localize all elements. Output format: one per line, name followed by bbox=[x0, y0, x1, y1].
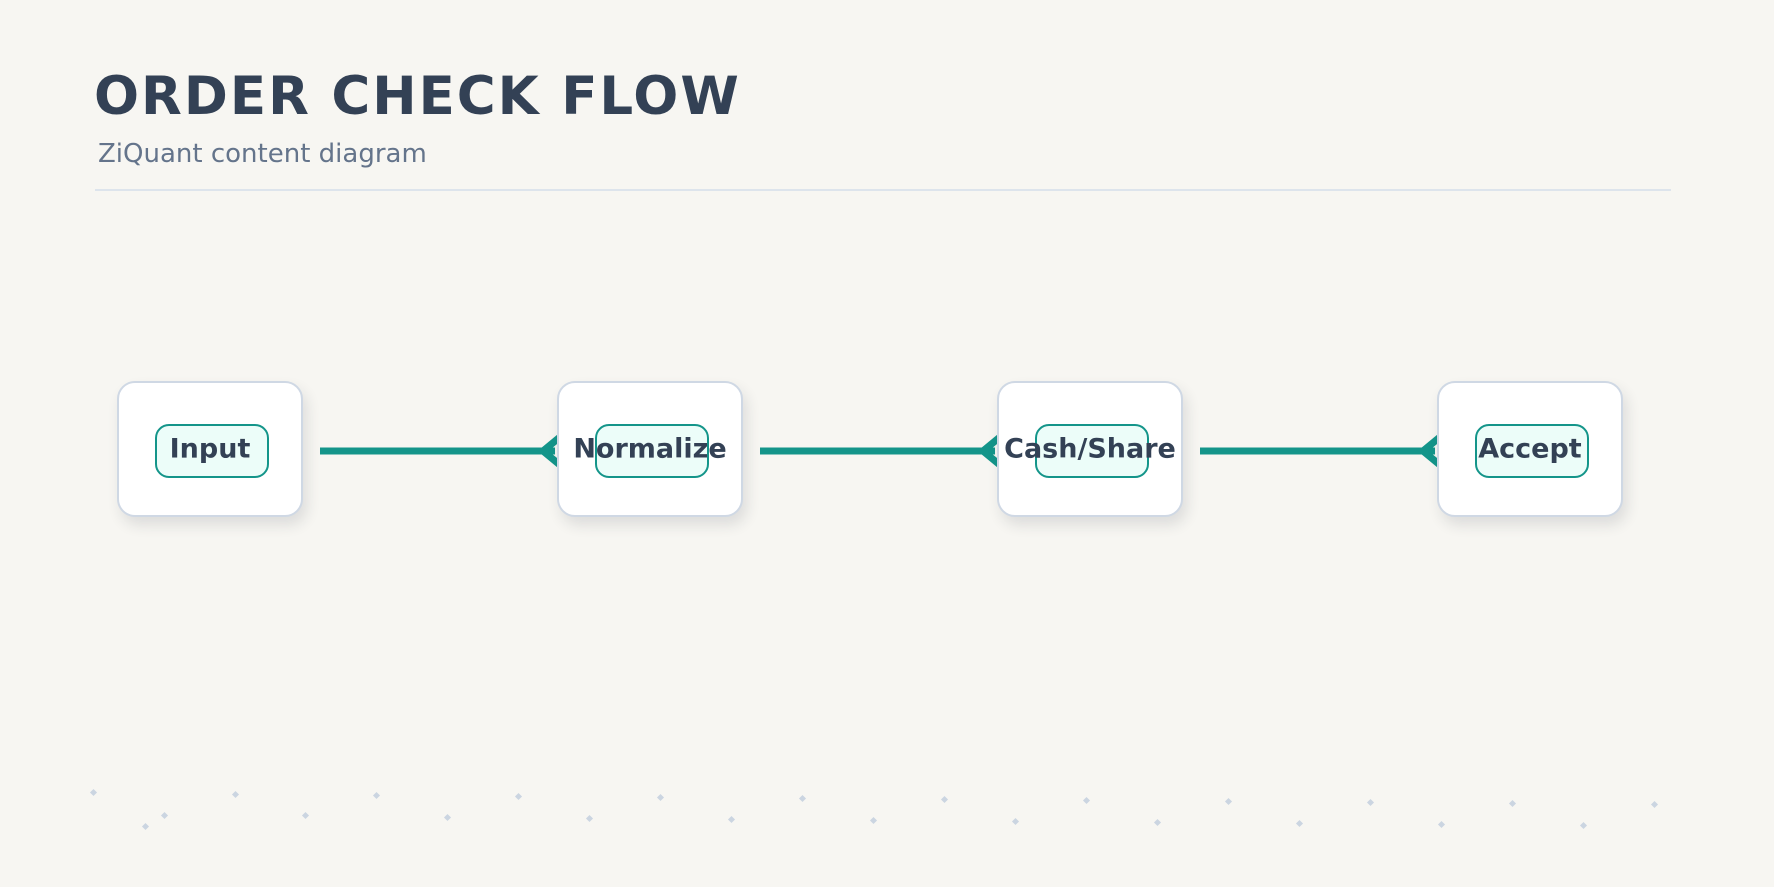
dot bbox=[372, 791, 381, 800]
node-normalize[interactable]: Normalize bbox=[557, 381, 743, 517]
dot bbox=[585, 814, 594, 823]
node-input[interactable]: Input bbox=[117, 381, 303, 517]
header-divider bbox=[95, 189, 1671, 191]
dot bbox=[1082, 796, 1091, 805]
dot bbox=[1508, 799, 1517, 808]
node-input-label: Input bbox=[169, 433, 251, 465]
node-cash-share-badge bbox=[1035, 424, 1149, 478]
dot bbox=[89, 788, 98, 797]
page-title: ORDER CHECK FLOW bbox=[94, 66, 741, 127]
dot bbox=[1011, 817, 1020, 826]
dot bbox=[160, 811, 169, 820]
dot bbox=[141, 822, 150, 831]
dot bbox=[1650, 800, 1659, 809]
dot bbox=[514, 792, 523, 801]
dot bbox=[301, 811, 310, 820]
node-cash-share[interactable]: Cash/Share bbox=[997, 381, 1183, 517]
dot bbox=[869, 816, 878, 825]
dot bbox=[1153, 818, 1162, 827]
dot bbox=[656, 793, 665, 802]
dot bbox=[443, 813, 452, 822]
dot bbox=[231, 790, 240, 799]
node-input-badge bbox=[155, 424, 269, 478]
node-accept[interactable]: Accept bbox=[1437, 381, 1623, 517]
dot bbox=[798, 794, 807, 803]
dot bbox=[1366, 798, 1375, 807]
dot bbox=[1437, 820, 1446, 829]
dot bbox=[1295, 819, 1304, 828]
node-accept-label: Accept bbox=[1478, 433, 1582, 465]
node-accept-badge bbox=[1475, 424, 1589, 478]
dot bbox=[1579, 821, 1588, 830]
dot bbox=[940, 795, 949, 804]
node-cash-share-label: Cash/Share bbox=[1004, 433, 1176, 465]
dot bbox=[1224, 797, 1233, 806]
dot bbox=[727, 815, 736, 824]
node-normalize-label: Normalize bbox=[573, 433, 727, 465]
node-normalize-badge bbox=[595, 424, 709, 478]
page-subtitle: ZiQuant content diagram bbox=[98, 139, 427, 169]
